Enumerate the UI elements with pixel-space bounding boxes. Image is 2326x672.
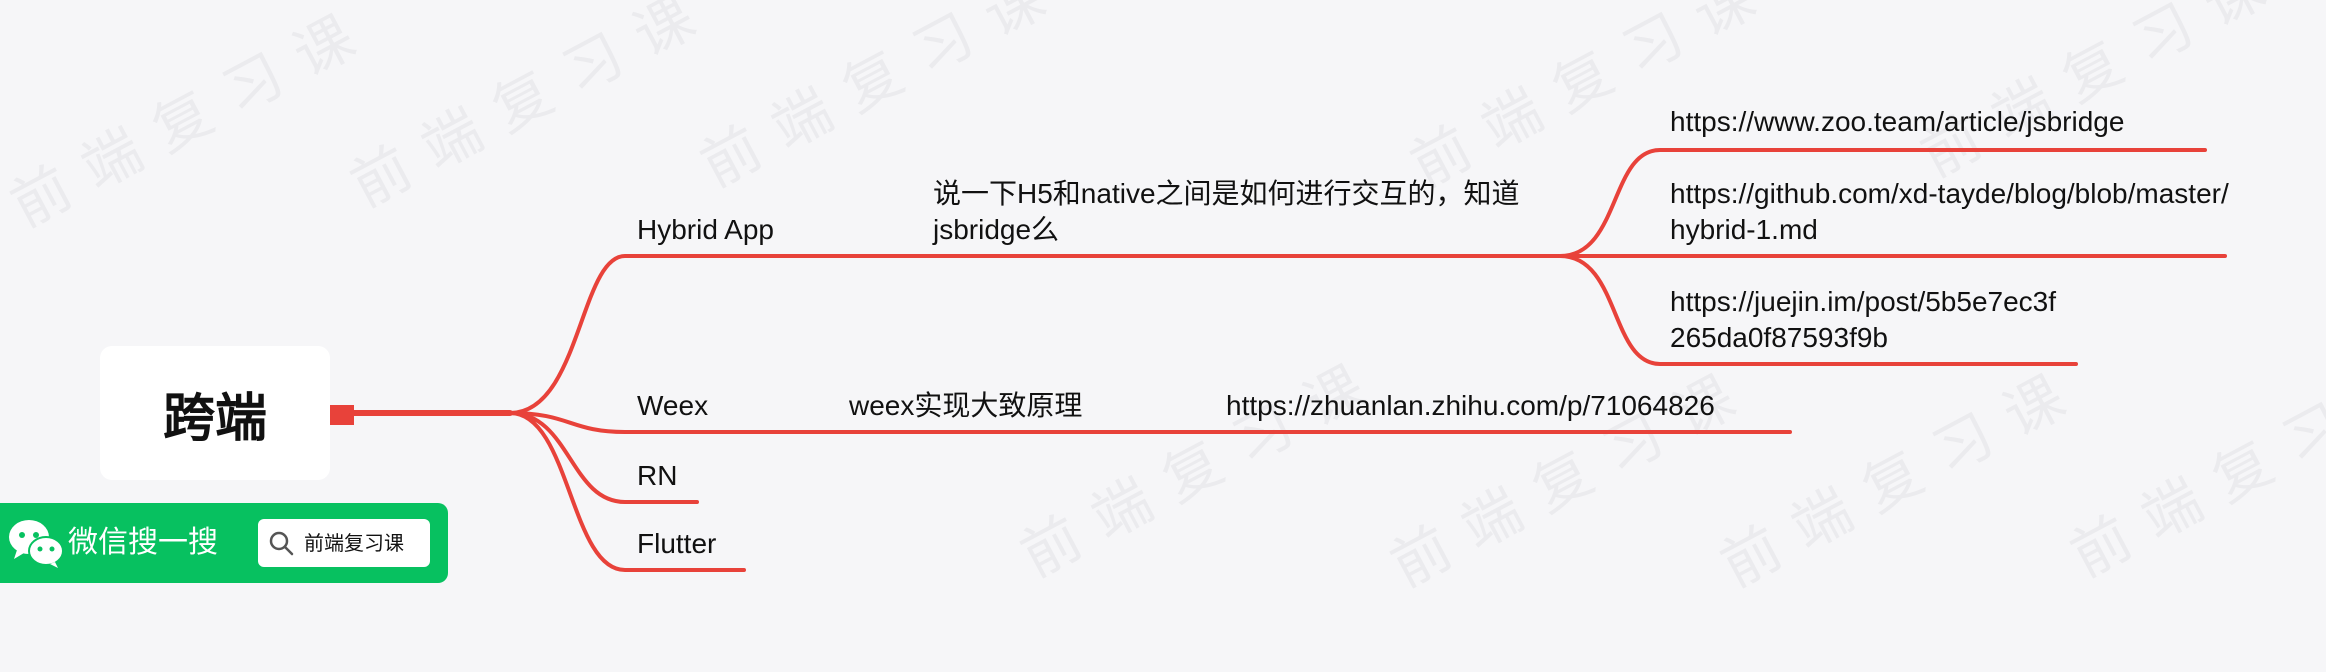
node-hybrid-question[interactable]: 说一下H5和native之间是如何进行交互的，知道jsbridge么 <box>933 178 1520 245</box>
link-line-juejin <box>1558 254 2078 366</box>
root-connector-handle <box>330 405 354 425</box>
node-weex-question[interactable]: weex实现大致原理 <box>849 390 1083 421</box>
wechat-search-box[interactable]: 前端复习课 <box>258 519 430 567</box>
root-node[interactable]: 跨端 <box>100 346 330 480</box>
wechat-icon <box>9 520 64 568</box>
node-link-juejin[interactable]: https://juejin.im/post/5b5e7ec3f265da0f8… <box>1670 286 2057 353</box>
search-icon <box>269 531 294 556</box>
root-label: 跨端 <box>162 388 267 449</box>
node-weex[interactable]: Weex <box>637 390 709 421</box>
node-link-github[interactable]: https://github.com/xd-tayde/blog/blob/ma… <box>1670 178 2229 245</box>
wechat-search-text: 前端复习课 <box>304 531 404 555</box>
branch-line-hybrid <box>508 254 1562 415</box>
node-link-zhihu[interactable]: https://zhuanlan.zhihu.com/p/71064826 <box>1226 390 1715 421</box>
branch-line-weex <box>508 411 1792 434</box>
node-flutter[interactable]: Flutter <box>637 528 717 559</box>
node-hybrid-app[interactable]: Hybrid App <box>637 214 774 245</box>
branch-line-flutter <box>508 411 746 572</box>
branch-line-rn <box>508 411 699 504</box>
node-link-zoo[interactable]: https://www.zoo.team/article/jsbridge <box>1670 106 2125 137</box>
wechat-search-banner[interactable]: 微信搜一搜 前端复习课 <box>0 503 448 583</box>
wechat-search-label: 微信搜一搜 <box>68 525 218 560</box>
link-line-zoo <box>1558 148 2207 258</box>
node-rn[interactable]: RN <box>637 460 678 491</box>
